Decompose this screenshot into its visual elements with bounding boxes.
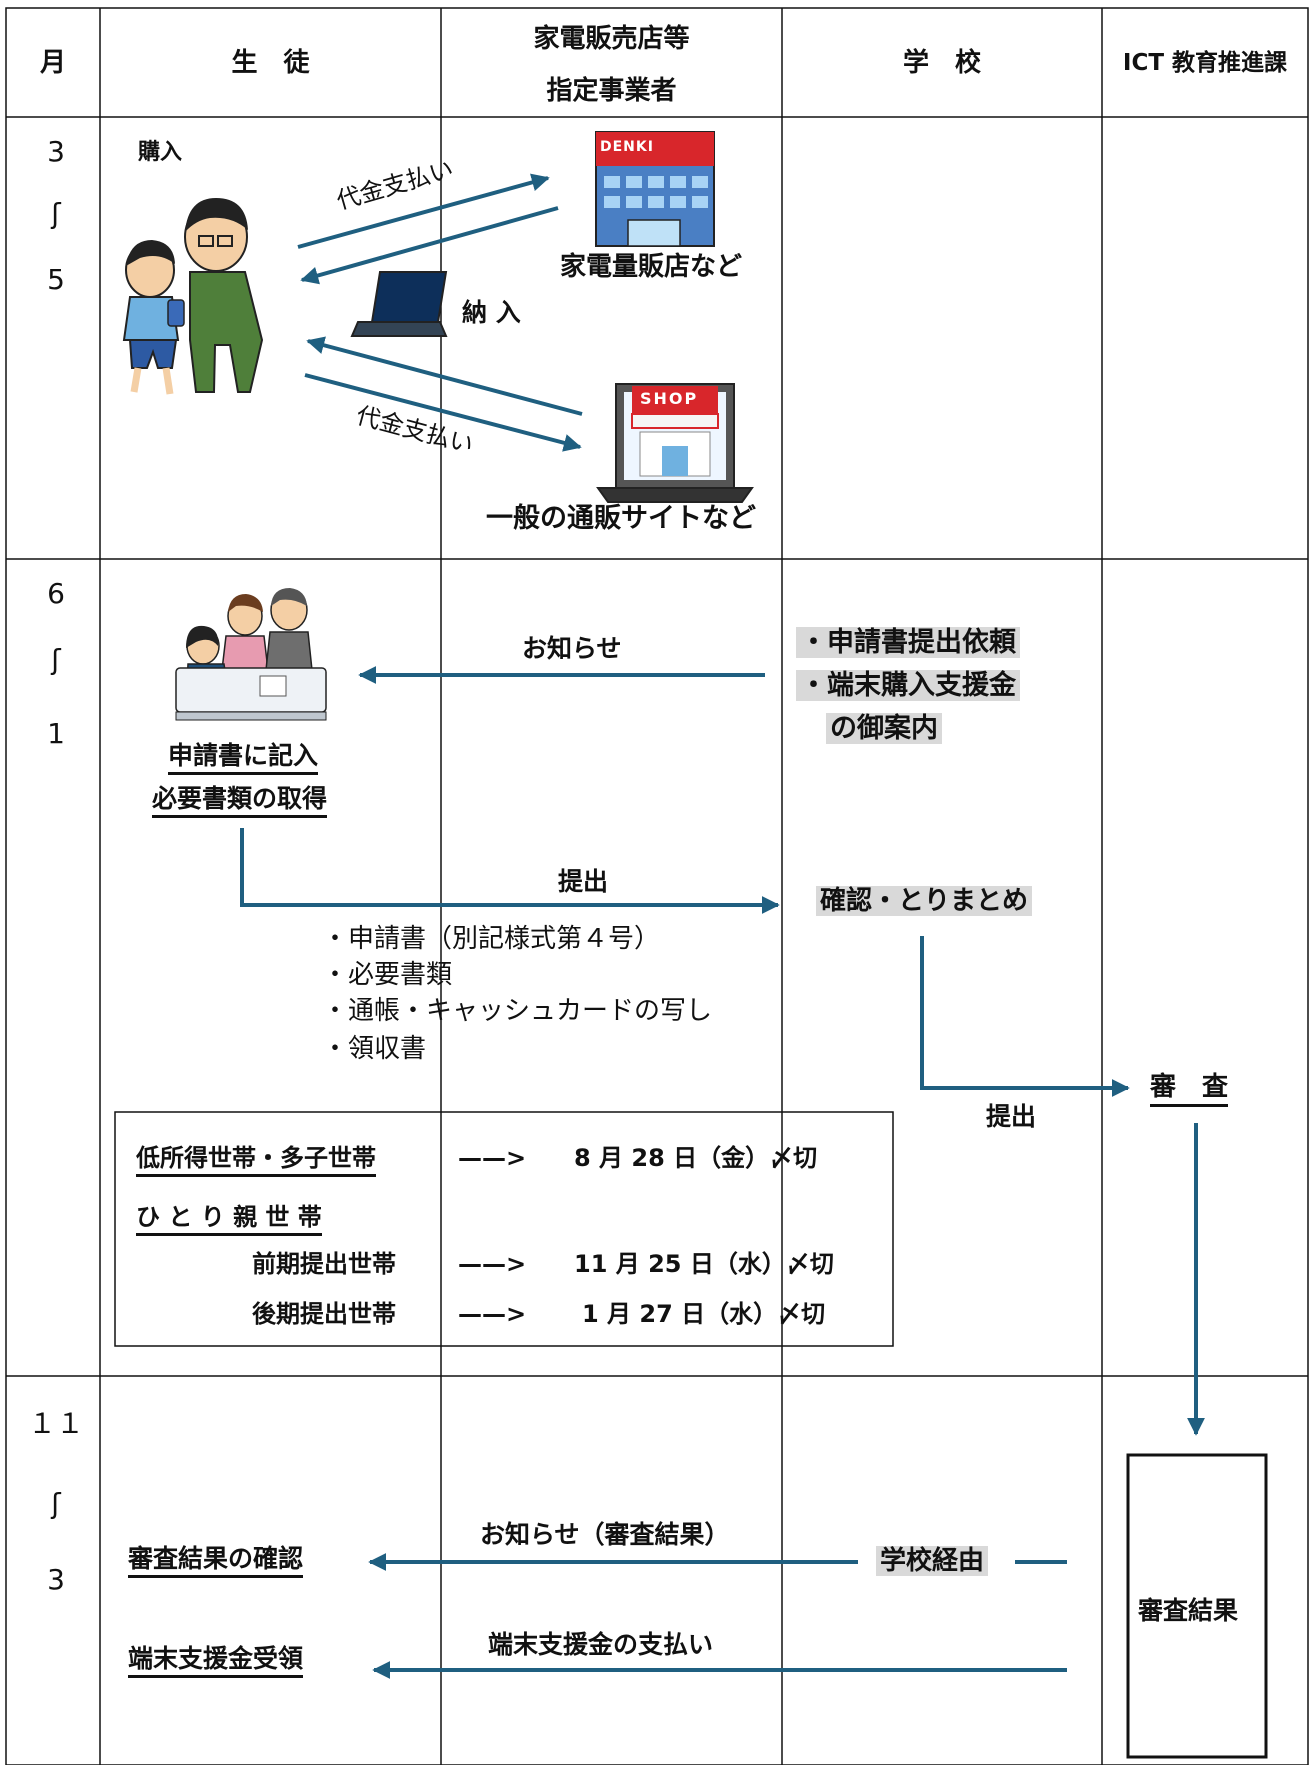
laptop-icon: [350, 271, 448, 337]
submit-arrow: [240, 828, 780, 914]
doc-item-receipt: ・領収書: [322, 1034, 427, 1064]
submit2-label: 提出: [986, 1102, 1037, 1131]
header-month: 月: [39, 48, 66, 78]
row2-month-start: 6: [47, 577, 65, 610]
store-label: 家電量販店など: [560, 252, 743, 282]
doc-item-application: ・申請書（別記様式第４号）: [322, 924, 661, 954]
delivery-arrow-from-store: [300, 206, 559, 285]
payment-arrow-to-store: [297, 173, 550, 249]
row1-month-end: 5: [47, 263, 65, 296]
row1-month-start: 3: [47, 135, 65, 168]
denki-store-icon: [595, 131, 715, 247]
confirm-label: 確認・とりまとめ: [816, 886, 1033, 916]
shop-label: 一般の通販サイトなど: [486, 503, 756, 534]
result-box: [1126, 1453, 1268, 1759]
row3-month-end: 3: [47, 1563, 65, 1596]
row3-arrows: [368, 1553, 1067, 1679]
deadline-date-2: 11 月 25 日（水）〆切: [574, 1250, 834, 1278]
result-box-label: 審査結果: [1138, 1596, 1239, 1625]
deadline-arrow-1: ——>: [458, 1144, 527, 1172]
doc-item-required: ・必要書類: [322, 960, 453, 990]
deadline-second-half: 後期提出世帯: [252, 1300, 396, 1328]
row1-arrows: [297, 173, 583, 452]
header-school: 学 校: [902, 48, 981, 78]
doc-item-passbook: ・通帳・キャッシュカードの写し: [322, 996, 713, 1026]
purchase-label: 購入: [138, 140, 183, 165]
payment-arrow-to-shop: [304, 373, 582, 452]
row3-month-tilde: ʃ: [51, 1487, 61, 1520]
get-docs-label: 必要書類の取得: [152, 786, 328, 818]
deadline-arrow-2: ——>: [458, 1250, 527, 1278]
submit2-arrow: [920, 936, 1130, 1097]
notice-label: お知らせ: [522, 634, 622, 663]
deadline-date-1: 8 月 28 日（金）〆切: [574, 1144, 818, 1172]
via-school-label: 学校経由: [876, 1546, 989, 1576]
fill-form-label: 申請書に記入: [168, 743, 319, 775]
deadline-single-parent: ひ と り 親 世 帯: [136, 1205, 322, 1236]
delivery-arrow-from-shop: [306, 336, 583, 416]
row1-month-tilde: ʃ: [51, 197, 61, 230]
receive-label: 端末支援金受領: [128, 1646, 304, 1678]
school-item-request: ・申請書提出依頼: [796, 627, 1020, 658]
school-item-guide: の御案内: [826, 713, 942, 744]
submit-label: 提出: [558, 867, 609, 896]
denki-sign: DENKI: [600, 139, 654, 155]
row2-arrows: [240, 666, 1205, 1436]
shop-sign: SHOP: [640, 389, 699, 408]
delivery-label: 納 入: [462, 298, 521, 327]
payment-label: 端末支援金の支払い: [488, 1630, 714, 1659]
review-label: 審 査: [1150, 1074, 1229, 1107]
result-notice-label: お知らせ（審査結果）: [480, 1520, 730, 1549]
shop-laptop-icon: [596, 383, 754, 503]
deadline-box: [114, 1111, 894, 1347]
row2-month-tilde: ʃ: [51, 643, 61, 676]
row2-month-end: 1: [47, 717, 65, 750]
deadline-low-income: 低所得世帯・多子世帯: [136, 1146, 376, 1177]
deadline-date-3: 1 月 27 日（水）〆切: [582, 1300, 826, 1328]
header-vendor-line2: 指定事業者: [546, 76, 677, 106]
confirm-result-label: 審査結果の確認: [128, 1546, 304, 1578]
application-counter-illustration: [175, 588, 327, 721]
school-item-support: ・端末購入支援金: [796, 670, 1020, 701]
deadline-first-half: 前期提出世帯: [252, 1250, 396, 1278]
header-vendor-line1: 家電販売店等: [533, 24, 690, 54]
parent-child-illustration: [122, 198, 264, 395]
deadline-arrow-3: ——>: [458, 1300, 527, 1328]
header-student: 生 徒: [231, 48, 310, 78]
header-ict: ICT 教育推進課: [1122, 50, 1288, 76]
row3-month-start: １１: [27, 1407, 84, 1440]
